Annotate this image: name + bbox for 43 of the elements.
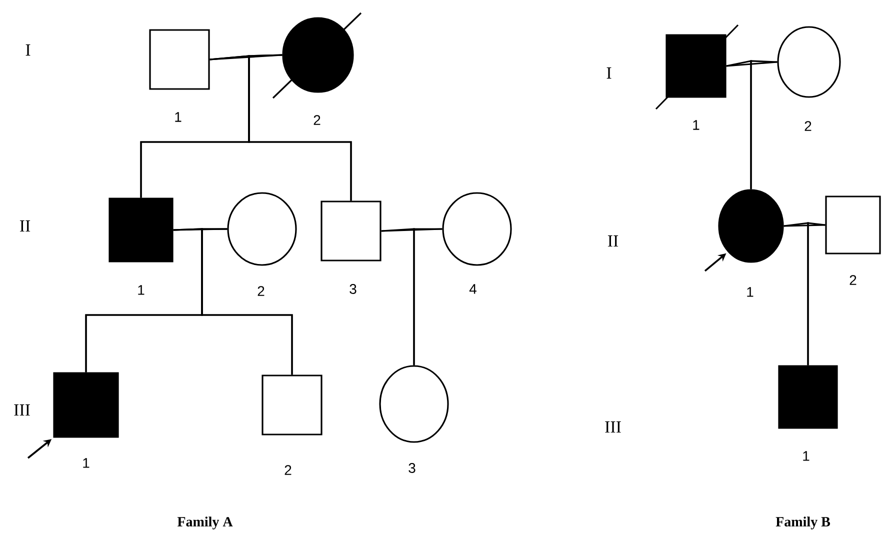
square-symbol: [108, 198, 174, 262]
circle-symbol: [227, 192, 297, 266]
generation-numeral: I: [606, 67, 612, 79]
marriage-line: [726, 61, 778, 67]
family-caption: Family B: [776, 516, 830, 530]
circle-symbol: [379, 365, 449, 443]
individual-number: 1: [693, 120, 700, 130]
square-symbol: [778, 365, 838, 429]
individual-number: 2: [850, 275, 856, 285]
square-symbol: [320, 200, 382, 262]
individual-number: 3: [408, 463, 416, 473]
descent-line: [248, 54, 352, 201]
square-symbol: [655, 24, 739, 110]
descent-line: [413, 228, 442, 366]
individual-number: 1: [803, 451, 810, 461]
individual-number: 2: [284, 465, 292, 475]
circle-symbol: [777, 26, 841, 98]
individual-number: 4: [469, 284, 476, 294]
individual-number: 1: [175, 112, 182, 122]
generation-numeral: I: [26, 44, 30, 56]
marriage-line: [784, 224, 826, 227]
square-symbol: [825, 196, 881, 254]
circle-symbol: [442, 192, 512, 266]
generation-numeral: III: [605, 421, 621, 433]
individual-number: 1: [747, 287, 754, 297]
circle-symbol: [272, 12, 362, 99]
generation-numeral: II: [608, 235, 618, 247]
square-symbol: [262, 374, 322, 436]
generation-numeral: III: [14, 404, 30, 416]
descent-line: [807, 222, 826, 366]
descent-line: [750, 60, 778, 190]
square-symbol: [149, 29, 210, 90]
individual-number: 1: [83, 458, 90, 468]
individual-number: 2: [804, 121, 812, 131]
family-caption: Family A: [177, 516, 233, 530]
individual-number: 1: [138, 285, 144, 295]
descent-line: [201, 228, 293, 375]
individual-number: 2: [258, 286, 264, 296]
square-symbol: [53, 372, 119, 438]
generation-numeral: II: [20, 220, 30, 232]
individual-number: 3: [350, 284, 356, 294]
circle-symbol: [718, 189, 784, 263]
individual-number: 2: [314, 115, 320, 125]
